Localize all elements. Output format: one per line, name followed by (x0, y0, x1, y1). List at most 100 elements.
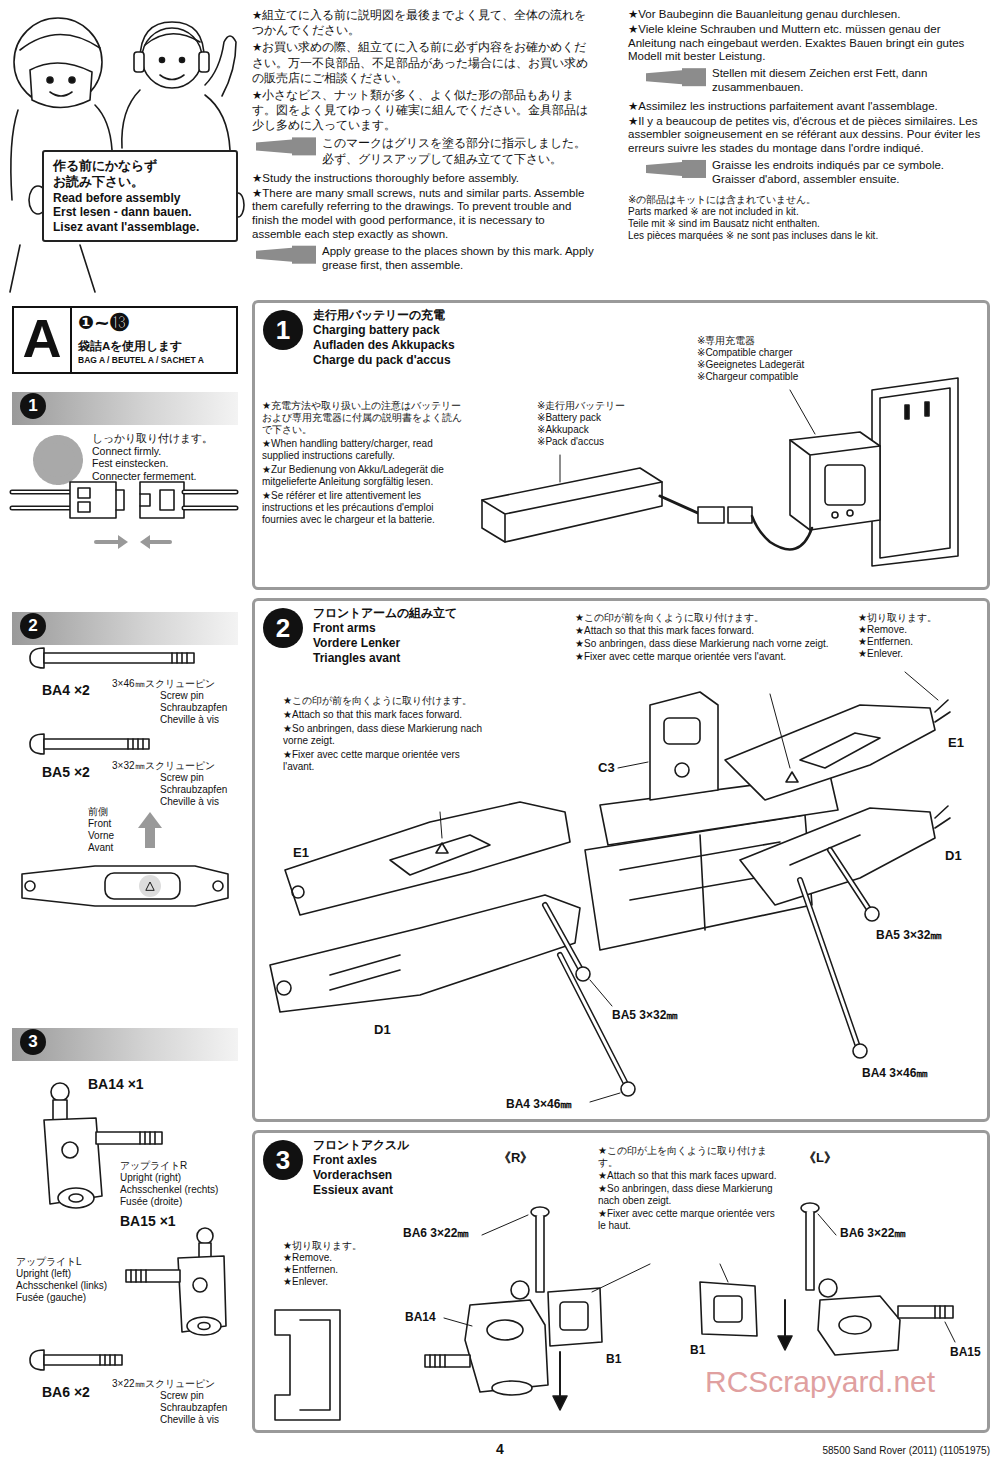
connector-figure (12, 492, 70, 508)
battery-charger-figure (925, 402, 929, 416)
part-label: BA5 ×2 (42, 764, 112, 781)
instruction-text: ★小さなビス、ナット類が多く、よく似た形の部品もあります。図をよく見てゆっくり確… (252, 88, 597, 134)
front-axle-figure (839, 1316, 871, 1334)
step-number: 1 (20, 393, 46, 419)
instruction-text: ★When handling battery/charger, read sup… (262, 438, 467, 462)
front-arm-figure (800, 733, 880, 768)
front-axle-figure (935, 1306, 945, 1318)
front-mark-figure (25, 881, 35, 891)
instruction-text: ※Geeignetes Ladegerät (697, 359, 857, 371)
instruction-text: ★So anbringen, dass diese Markierung nac… (598, 1183, 783, 1207)
front-axle-figure (818, 1214, 836, 1235)
upright-figure (126, 1270, 180, 1282)
battery-charger-figure (660, 496, 700, 514)
front-axle-figure (425, 1355, 470, 1367)
front-axle-figure (465, 1300, 548, 1392)
instruction-text: Front (88, 818, 136, 830)
battery-charger-figure (872, 378, 958, 566)
instruction-text: ★Fixer avec cette marque orientée vers l… (283, 749, 483, 773)
part-label: E1 (948, 735, 978, 751)
connector-figure (12, 439, 236, 549)
connector-figure (184, 492, 236, 508)
front-arm-figure (800, 880, 857, 1044)
instruction-text: Upright (right) (120, 1172, 238, 1184)
instruction-text: ★充電方法や取り扱い上の注意はバッテリーおよび専用充電器に付属の説明書をよく読ん… (262, 400, 467, 436)
upright-figure (198, 1323, 210, 1330)
front-axle-figure (714, 1296, 742, 1322)
front-axle-figure (300, 1320, 330, 1410)
battery-charger-figure (880, 388, 950, 558)
step-number: 3 (263, 1140, 303, 1180)
front-arm-figure (664, 718, 700, 744)
front-arm-figure (590, 980, 612, 1006)
front-axle-figure (819, 1279, 837, 1297)
step-band: 1 (12, 392, 238, 425)
connector-figure (140, 535, 150, 549)
grease-mark (292, 137, 316, 155)
part-label: BA5 3×32㎜ (876, 928, 971, 942)
grease-mark (682, 160, 706, 178)
notice-text: Lisez avant l'assemblage. (53, 220, 227, 235)
step-band: 2 (12, 612, 238, 645)
instruction-text: アップライトL (16, 1256, 120, 1268)
instruction-text: Les pièces marquées ※ ne sont pas inclus… (628, 230, 983, 242)
battery-charger-figure (790, 390, 815, 434)
instruction-text: ★この印が前を向くように取り付けます。 (575, 612, 830, 624)
mascot-figures (95, 105, 112, 150)
front-arm-figure (270, 895, 580, 1012)
instruction-text: Graisse les endroits indiqués par ce sym… (712, 159, 984, 187)
instruction-text: ★Remove. (283, 1252, 403, 1264)
instruction-text: ★So anbringen, dass diese Markierung nac… (283, 723, 483, 747)
part-label: C3 (598, 760, 628, 776)
mascot-figures (180, 58, 185, 63)
front-mark-figure (22, 866, 228, 906)
front-axle-figure (487, 1320, 523, 1340)
instruction-text: ★Assimilez les instructions parfaitement… (628, 100, 983, 114)
part-label: B1 (606, 1352, 636, 1366)
step-number: 2 (20, 613, 46, 639)
instruction-text: ※の部品はキットには含まれていません。 (628, 194, 983, 206)
instruction-text: ★Fixer avec cette marque orientée vers l… (598, 1208, 783, 1232)
instruction-text: Fusée (gauche) (16, 1292, 120, 1304)
upright-figure (140, 1132, 155, 1144)
instruction-text: ★Study the instructions thoroughly befor… (252, 172, 597, 186)
upright-figure (51, 1083, 69, 1101)
part-label: BA14 ×1 (88, 1076, 168, 1093)
front-mark-figure (138, 812, 162, 848)
battery-charger-figure (482, 468, 662, 542)
front-axle-figure (592, 1264, 650, 1292)
notice-text: 作る前にかならず お読み下さい。 (53, 158, 227, 191)
instruction-text: 3×46㎜スクリューピン (112, 678, 238, 690)
front-arm-figure (277, 981, 291, 995)
connector-figure (78, 488, 90, 498)
instruction-text: Cheville à vis (160, 1414, 238, 1426)
instruction-text: ※Pack d'accus (537, 436, 677, 448)
instruction-text: ★Enlever. (858, 648, 978, 660)
instruction-text: Screw pin (160, 690, 238, 702)
instruction-text: Upright (left) (16, 1268, 120, 1280)
front-axle-figure (482, 1215, 528, 1235)
mascot-figures (134, 52, 144, 72)
battery-charger-figure (790, 432, 880, 530)
front-axle-figure (778, 1336, 792, 1350)
front-mark-figure (105, 873, 180, 899)
part-label: D1 (945, 848, 975, 864)
instruction-text: Connect firmly. (92, 445, 237, 458)
grease-mark (646, 68, 706, 86)
front-arm-figure (830, 850, 868, 908)
connector-figure (140, 482, 184, 518)
upright-figure (131, 1270, 146, 1282)
front-axle-figure (275, 1310, 340, 1420)
mascot-figures (47, 77, 53, 83)
mascot-figures (10, 245, 20, 292)
front-axle-figure (806, 1212, 814, 1290)
instruction-text: ★So anbringen, dass diese Markierung nac… (575, 638, 830, 650)
grease-mark (256, 137, 316, 155)
front-axle-figure (536, 1216, 544, 1292)
step-title: Aufladen des Akkupacks (313, 338, 979, 353)
front-axle-figure (700, 1282, 757, 1336)
part-label: BA4 3×46㎜ (506, 1097, 596, 1111)
part-label: BA6 3×22㎜ (403, 1226, 498, 1240)
front-axle-figure (945, 1322, 955, 1342)
